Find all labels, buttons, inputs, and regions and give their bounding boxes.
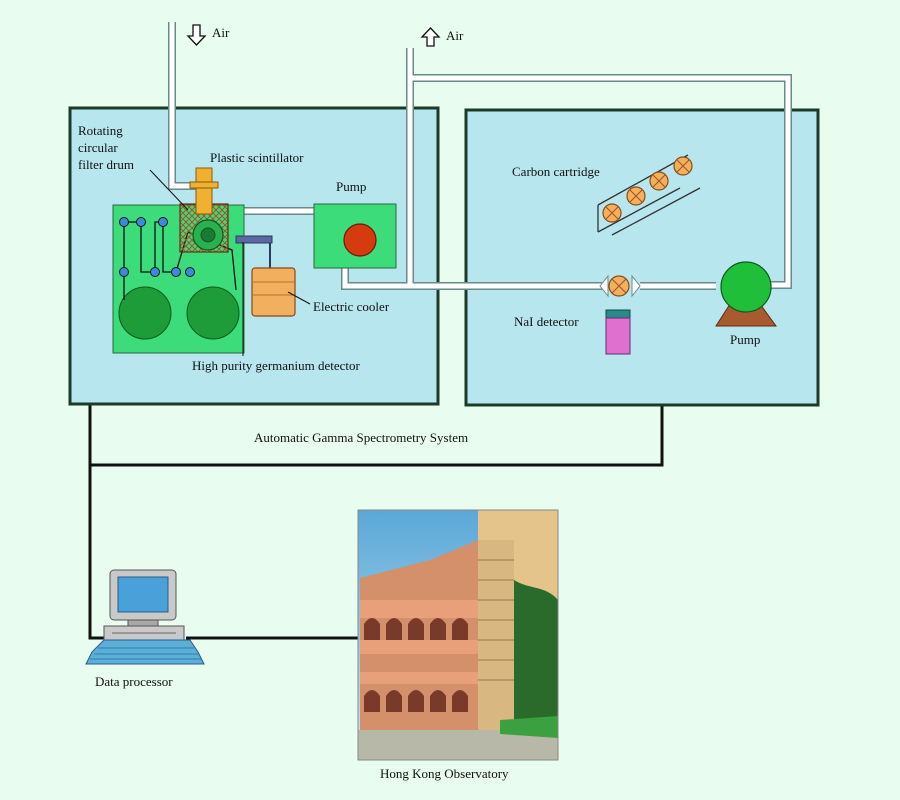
arrow-down-icon bbox=[186, 24, 207, 46]
filter-drum-label: circular bbox=[78, 140, 118, 155]
carbon-cartridge-label: Carbon cartridge bbox=[512, 164, 600, 179]
electric-cooler bbox=[251, 267, 296, 317]
system-title: Automatic Gamma Spectrometry System bbox=[254, 430, 468, 445]
roller bbox=[150, 267, 160, 277]
cable-system bbox=[88, 405, 664, 467]
computer-icon bbox=[85, 569, 205, 665]
building-photo bbox=[357, 509, 559, 761]
filter-drum-leader bbox=[149, 169, 189, 211]
roller bbox=[136, 217, 146, 227]
carbon-cartridges bbox=[602, 156, 693, 223]
carbon-cartridge-rack bbox=[597, 154, 701, 236]
pump-left-label: Pump bbox=[336, 179, 366, 194]
right-panel bbox=[464, 108, 820, 407]
cooler-leader bbox=[287, 291, 311, 305]
nai-detector-cap bbox=[605, 309, 631, 319]
nai-detector bbox=[605, 317, 631, 355]
roller bbox=[185, 267, 195, 277]
air-out-label: Air bbox=[446, 28, 464, 43]
supply-reel bbox=[118, 286, 172, 340]
cooler-rod bbox=[235, 235, 273, 244]
scintillator-cap bbox=[189, 181, 219, 189]
pump-left bbox=[343, 223, 377, 257]
nai-detector-label: NaI detector bbox=[514, 314, 579, 329]
pump-right-label: Pump bbox=[730, 332, 760, 347]
filter-drum-label: filter drum bbox=[78, 157, 134, 172]
arrow-up-icon bbox=[420, 27, 441, 47]
plastic-scintillator bbox=[195, 167, 213, 215]
hpge-detector-core bbox=[200, 227, 216, 243]
hpge-detector-label: High purity germanium detector bbox=[192, 358, 361, 373]
roller bbox=[119, 267, 129, 277]
cartridge-holder bbox=[599, 274, 641, 298]
takeup-reel bbox=[186, 286, 240, 340]
plastic-scintillator-label: Plastic scintillator bbox=[210, 150, 304, 165]
pump-right bbox=[720, 261, 772, 313]
roller bbox=[119, 217, 129, 227]
air-in-label: Air bbox=[212, 25, 230, 40]
filter-drum-label: Rotating bbox=[78, 123, 123, 138]
inline-cartridge-hatch bbox=[611, 278, 627, 294]
data-processor-label: Data processor bbox=[95, 674, 173, 689]
observatory-label: Hong Kong Observatory bbox=[380, 766, 509, 781]
roller bbox=[158, 217, 168, 227]
electric-cooler-label: Electric cooler bbox=[313, 299, 390, 314]
roller bbox=[171, 267, 181, 277]
